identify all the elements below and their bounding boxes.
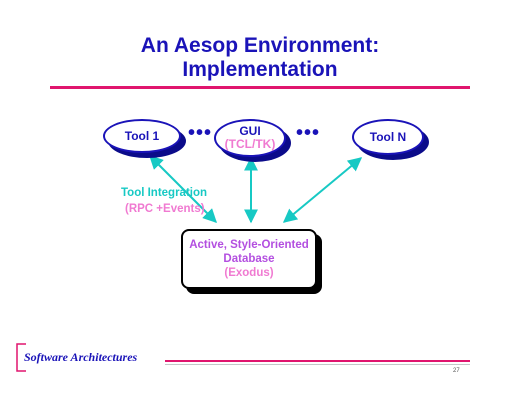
gui-sublabel: (TCL/TK): [224, 137, 276, 151]
footer-rule-thin: [165, 364, 470, 365]
ellipsis-left: •••: [188, 122, 213, 144]
ellipsis-right: •••: [296, 122, 321, 144]
slide-title-line-2: Implementation: [182, 58, 338, 81]
tool-integration-sublabel: (RPC +Events): [125, 203, 205, 215]
database-line-3: (Exodus): [224, 267, 274, 279]
tool-integration-label: Tool Integration: [121, 187, 208, 199]
page-number: 27: [453, 368, 460, 374]
database-line-2: Database: [223, 253, 275, 265]
tool-n-label: Tool N: [369, 129, 407, 144]
tool-1-label: Tool 1: [124, 128, 160, 143]
tool-1-node: Tool 1: [103, 119, 181, 153]
tool-n-node: Tool N: [352, 119, 424, 155]
footer-bracket-icon: [16, 343, 26, 372]
footer-rule: [165, 360, 470, 362]
database-node: Active, Style-Oriented Database (Exodus): [181, 229, 317, 289]
gui-node: GUI (TCL/TK): [214, 119, 286, 157]
arrow-tool1-database: [149, 155, 217, 223]
slide-title-line-1: An Aesop Environment:: [140, 34, 380, 57]
arrow-tooln-database: [282, 157, 363, 223]
title-underline: [50, 86, 470, 89]
gui-label: GUI: [239, 124, 261, 138]
database-line-1: Active, Style-Oriented: [189, 239, 309, 251]
footer-label: Software Architectures: [24, 350, 138, 364]
